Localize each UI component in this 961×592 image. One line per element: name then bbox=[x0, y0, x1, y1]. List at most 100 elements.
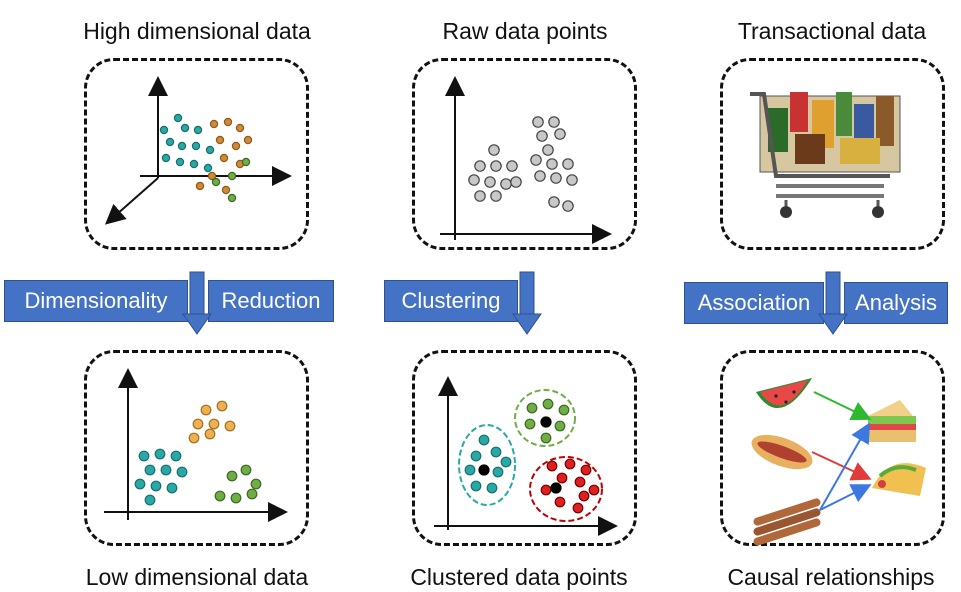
raw-point bbox=[548, 116, 560, 128]
point-green bbox=[558, 404, 570, 416]
point-green bbox=[227, 171, 237, 181]
point-orange bbox=[235, 123, 245, 133]
point-green bbox=[241, 157, 251, 167]
raw-point bbox=[542, 144, 554, 156]
raw-axes bbox=[440, 76, 612, 244]
point-teal bbox=[180, 123, 190, 133]
point-green bbox=[542, 398, 554, 410]
caption-high-dimensional-data: High dimensional data bbox=[83, 18, 311, 44]
point-orange bbox=[231, 141, 241, 151]
panel-causal-relationships bbox=[720, 350, 945, 546]
point-green bbox=[540, 432, 552, 444]
point-teal bbox=[177, 141, 187, 151]
clustered-axes bbox=[434, 376, 618, 536]
point-green bbox=[226, 470, 238, 482]
point-teal bbox=[175, 157, 185, 167]
point-red bbox=[574, 476, 586, 488]
raw-point bbox=[490, 160, 502, 172]
raw-point bbox=[488, 144, 500, 156]
raw-points bbox=[468, 116, 578, 212]
cluster-green-outline bbox=[514, 389, 576, 447]
point-teal bbox=[166, 482, 178, 494]
raw-point bbox=[490, 190, 502, 202]
shopping-cart-icon bbox=[750, 92, 901, 218]
point-teal bbox=[165, 137, 175, 147]
point-teal bbox=[138, 450, 150, 462]
point-orange bbox=[224, 420, 236, 432]
point-teal bbox=[170, 450, 182, 462]
method-clustering-label: Clustering bbox=[384, 280, 518, 322]
point-orange bbox=[216, 400, 228, 412]
point-green bbox=[227, 193, 237, 203]
cinnamon-sticks-icon bbox=[753, 498, 821, 546]
method-dimensionality-label: Dimensionality bbox=[4, 280, 188, 322]
arrow-red bbox=[811, 451, 872, 481]
point-teal bbox=[470, 450, 482, 462]
point-orange bbox=[207, 171, 217, 181]
low-dim-points bbox=[134, 400, 262, 506]
3d-axes bbox=[104, 76, 292, 225]
point-red bbox=[588, 484, 600, 496]
point-teal bbox=[191, 141, 201, 151]
panel-raw-points bbox=[412, 58, 637, 250]
point-red bbox=[554, 496, 566, 508]
point-green bbox=[230, 492, 242, 504]
arrow-blue-1 bbox=[819, 422, 870, 511]
point-teal bbox=[150, 480, 162, 492]
point-teal bbox=[144, 464, 156, 476]
point-teal bbox=[500, 456, 512, 468]
point-orange bbox=[192, 418, 204, 430]
point-teal bbox=[134, 478, 146, 490]
point-green bbox=[246, 488, 258, 500]
caption-transactional-data: Transactional data bbox=[737, 18, 927, 44]
point-orange bbox=[219, 153, 229, 163]
point-teal bbox=[160, 464, 172, 476]
raw-point bbox=[562, 200, 574, 212]
point-orange bbox=[208, 418, 220, 430]
point-teal bbox=[144, 494, 156, 506]
raw-point bbox=[506, 160, 518, 172]
point-orange bbox=[204, 428, 216, 440]
point-orange bbox=[200, 404, 212, 416]
point-red bbox=[578, 490, 590, 502]
point-teal bbox=[154, 448, 166, 460]
cluster-teal-outline bbox=[458, 424, 516, 506]
caption-causal-relationships: Causal relationships bbox=[727, 564, 935, 590]
raw-point bbox=[554, 128, 566, 140]
caption-raw-data-points: Raw data points bbox=[442, 18, 608, 44]
point-orange bbox=[223, 117, 233, 127]
point-red bbox=[556, 472, 568, 484]
raw-point bbox=[474, 160, 486, 172]
point-red bbox=[540, 484, 552, 496]
cluster-red-outline bbox=[529, 456, 603, 522]
point-teal bbox=[161, 153, 171, 163]
centroid bbox=[550, 482, 562, 494]
point-teal bbox=[189, 159, 199, 169]
point-green bbox=[240, 464, 252, 476]
raw-point bbox=[510, 176, 522, 188]
raw-point bbox=[562, 158, 574, 170]
point-teal bbox=[193, 125, 203, 135]
raw-point bbox=[530, 154, 542, 166]
raw-point bbox=[484, 176, 496, 188]
point-teal bbox=[176, 466, 188, 478]
raw-point bbox=[532, 116, 544, 128]
raw-point bbox=[500, 178, 512, 190]
point-teal bbox=[490, 446, 502, 458]
point-teal bbox=[464, 464, 476, 476]
point-teal bbox=[173, 113, 183, 123]
point-green bbox=[524, 418, 536, 430]
raw-point bbox=[548, 196, 560, 208]
centroid bbox=[540, 416, 552, 428]
caption-clustered-data-points: Clustered data points bbox=[410, 564, 628, 590]
down-arrow-col3 bbox=[818, 271, 848, 335]
panel-high-dimensional bbox=[84, 58, 309, 250]
centroid bbox=[478, 464, 490, 476]
point-orange bbox=[195, 181, 205, 191]
point-teal bbox=[159, 125, 169, 135]
point-orange bbox=[188, 432, 200, 444]
raw-point bbox=[536, 130, 548, 142]
point-orange bbox=[215, 135, 225, 145]
raw-point bbox=[474, 190, 486, 202]
